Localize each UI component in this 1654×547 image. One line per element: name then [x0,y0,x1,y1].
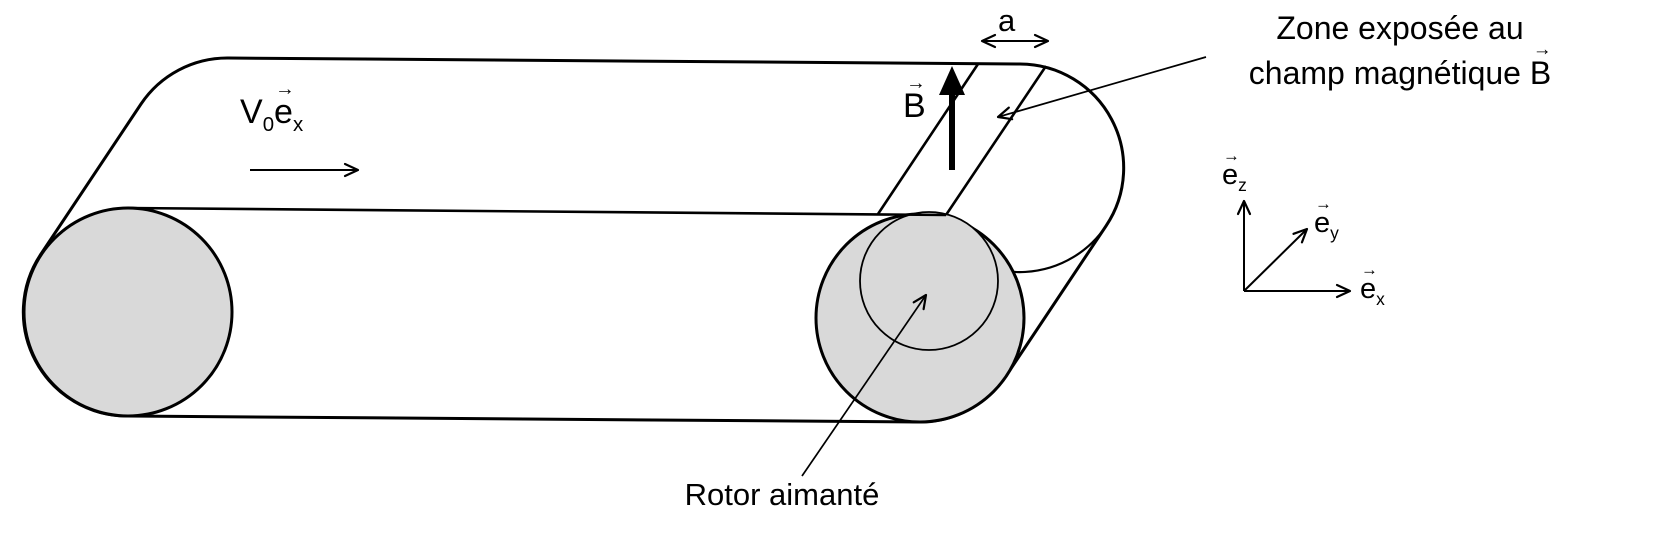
field-label: B→ [903,73,926,127]
zone-right-edge [944,65,1048,216]
field-symbol: B [903,87,926,125]
velocity-symbol: V [240,93,263,131]
axis-x-label: e→x [1360,259,1385,309]
rotor-leader-arrow [801,293,928,477]
left-roller [22,206,234,418]
vector-arrow-icon: → [1360,259,1378,279]
velocity-unit-subscript: x [292,113,304,136]
rotor-label: Rotor aimanté [684,477,880,512]
rotor-core [859,211,999,351]
vector-arrow-icon: → [1314,193,1332,213]
zone-field-symbol: B [1529,55,1552,92]
belt-top-front-edge [127,206,947,217]
field-arrow [939,66,965,170]
vector-arrow-icon: → [1222,145,1240,165]
vector-arrow-icon: → [906,71,926,94]
vector-arrow-icon: → [275,77,295,100]
zone-leader-arrow [996,56,1207,121]
velocity-subscript: 0 [262,113,275,136]
zone-label: Zone exposée au champ magnétique B→ [1198,6,1602,97]
zone-label-line2: champ magnétique B→ [1248,37,1552,92]
velocity-label: V0e→ x [240,79,304,136]
axis-z-label: e→z [1222,145,1247,195]
axis-y-arrow [1243,227,1309,292]
vector-arrow-icon: → [1532,37,1552,59]
zone-width-label: a [998,3,1016,38]
coordinate-axes [1236,199,1352,299]
axis-y-label: e→y [1314,193,1339,243]
zone-label-line1: Zone exposée au [1276,10,1524,46]
velocity-unit-vector: e [274,93,293,131]
